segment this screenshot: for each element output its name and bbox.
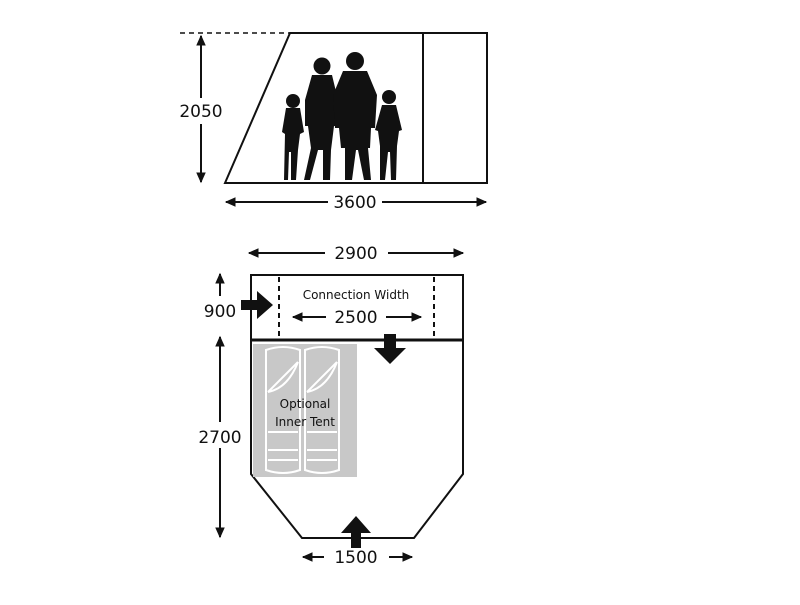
side-view-outline xyxy=(223,32,488,184)
entrance-arrow-icon xyxy=(241,291,273,319)
front-width-label: 1500 xyxy=(334,548,377,568)
entrance-arrow-icon xyxy=(374,334,406,364)
sleeping-bag-left-icon xyxy=(265,346,301,474)
porch-depth-label: 900 xyxy=(204,302,236,322)
main-depth-label: 2700 xyxy=(198,428,241,448)
inner-tent-label-line1: Optional xyxy=(280,397,331,411)
connection-width-label: 2500 xyxy=(334,308,377,328)
sleeping-bag-right-icon xyxy=(304,346,340,474)
side-view: 2050 3600 xyxy=(179,32,488,213)
width-label: 2900 xyxy=(334,244,377,264)
length-label: 3600 xyxy=(333,193,376,213)
inner-tent-label-line2: Inner Tent xyxy=(275,415,335,429)
inner-tent-area: Optional Inner Tent xyxy=(253,344,357,477)
height-label: 2050 xyxy=(179,102,222,122)
people-silhouette-icon xyxy=(282,52,402,180)
connection-width-title: Connection Width xyxy=(303,288,410,302)
entrance-arrow-icon xyxy=(341,516,371,548)
floor-plan: 2900 Connection Width 2500 xyxy=(198,244,465,568)
